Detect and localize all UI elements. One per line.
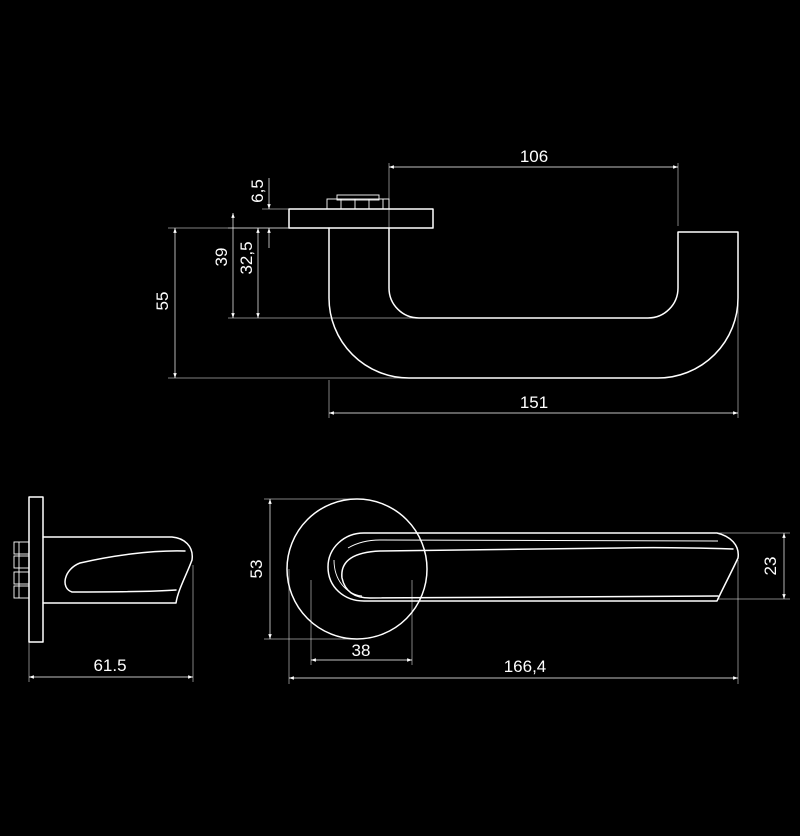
dim-53: 53 (247, 498, 357, 640)
dim-label-inner-height: 39 (212, 248, 231, 267)
dim-61-5: 61.5 (28, 565, 194, 682)
dim-32-5: 32,5 (228, 228, 419, 319)
dim-label-inner-length: 106 (520, 147, 548, 166)
top-view (288, 194, 739, 379)
dim-label-rose-thickness: 6,5 (248, 179, 267, 203)
dim-151: 151 (328, 300, 739, 418)
spring-mechanism-side (13, 541, 30, 599)
dim-106: 106 (388, 147, 679, 228)
spring-mechanism-top (326, 194, 390, 210)
rose-plate-side (28, 496, 44, 643)
dim-6-5: 6,5 (228, 178, 289, 248)
dim-label-grip-height: 23 (761, 557, 780, 576)
dim-label-lever-start: 38 (352, 641, 371, 660)
lever-side-profile (42, 536, 193, 604)
dim-55: 55 (153, 227, 409, 379)
dim-label-overall-height: 55 (153, 292, 172, 311)
lever-front-top-edge (347, 539, 719, 549)
lever-front-outline (327, 532, 739, 602)
lever-front-neck (333, 559, 363, 597)
dim-23: 23 (717, 532, 790, 600)
dim-38: 38 (310, 580, 413, 665)
dim-label-rose-diameter: 53 (247, 560, 266, 579)
side-view (13, 496, 193, 643)
rose-plate-top (288, 208, 434, 229)
dim-label-overall-length: 151 (520, 393, 548, 412)
front-view (286, 498, 739, 640)
lever-outer-profile (328, 227, 739, 379)
dim-label-overall-length-front: 166,4 (504, 657, 547, 676)
dim-39: 39 (212, 213, 235, 318)
dim-label-projection: 61.5 (93, 656, 126, 675)
dim-166-4: 166,4 (288, 560, 739, 684)
lever-side-scoop (64, 550, 186, 593)
lever-front-scoop (341, 546, 734, 599)
rose-circle (286, 498, 428, 640)
dim-label-grip-to-rose: 32,5 (237, 241, 256, 274)
